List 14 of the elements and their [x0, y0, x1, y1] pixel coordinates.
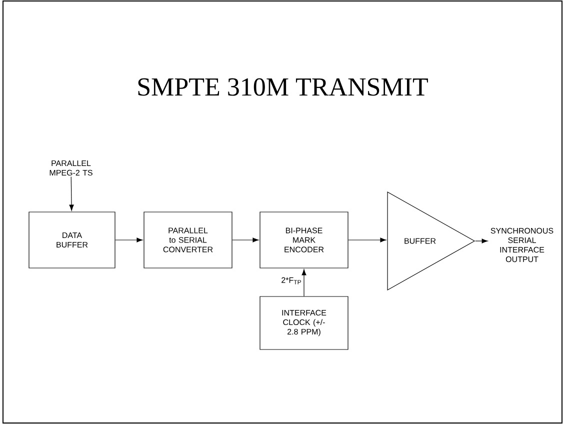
- arrow: [475, 238, 488, 244]
- title: SMPTE 310M TRANSMIT: [138, 78, 428, 96]
- signal-label: SYNCHRONOUS SERIAL INTERFACE OUTPUT: [490, 228, 554, 262]
- signal-label: PARALLEL MPEG-2 TS: [50, 160, 92, 176]
- edge-label: 2*F$_{TP}$: [280, 276, 303, 286]
- process-box: BI-PHASE MARK ENCODER: [260, 212, 348, 268]
- process-box: INTERFACE CLOCK (+/- 2.8 PPM): [260, 296, 348, 350]
- process-box: DATA BUFFER: [28, 212, 116, 268]
- arrow: [302, 269, 306, 296]
- arrow: [232, 238, 259, 242]
- arrow: [69, 176, 74, 211]
- process-box: PARALLEL to SERIAL CONVERTER: [144, 212, 232, 268]
- arrow: [348, 238, 386, 242]
- arrow: [115, 238, 143, 242]
